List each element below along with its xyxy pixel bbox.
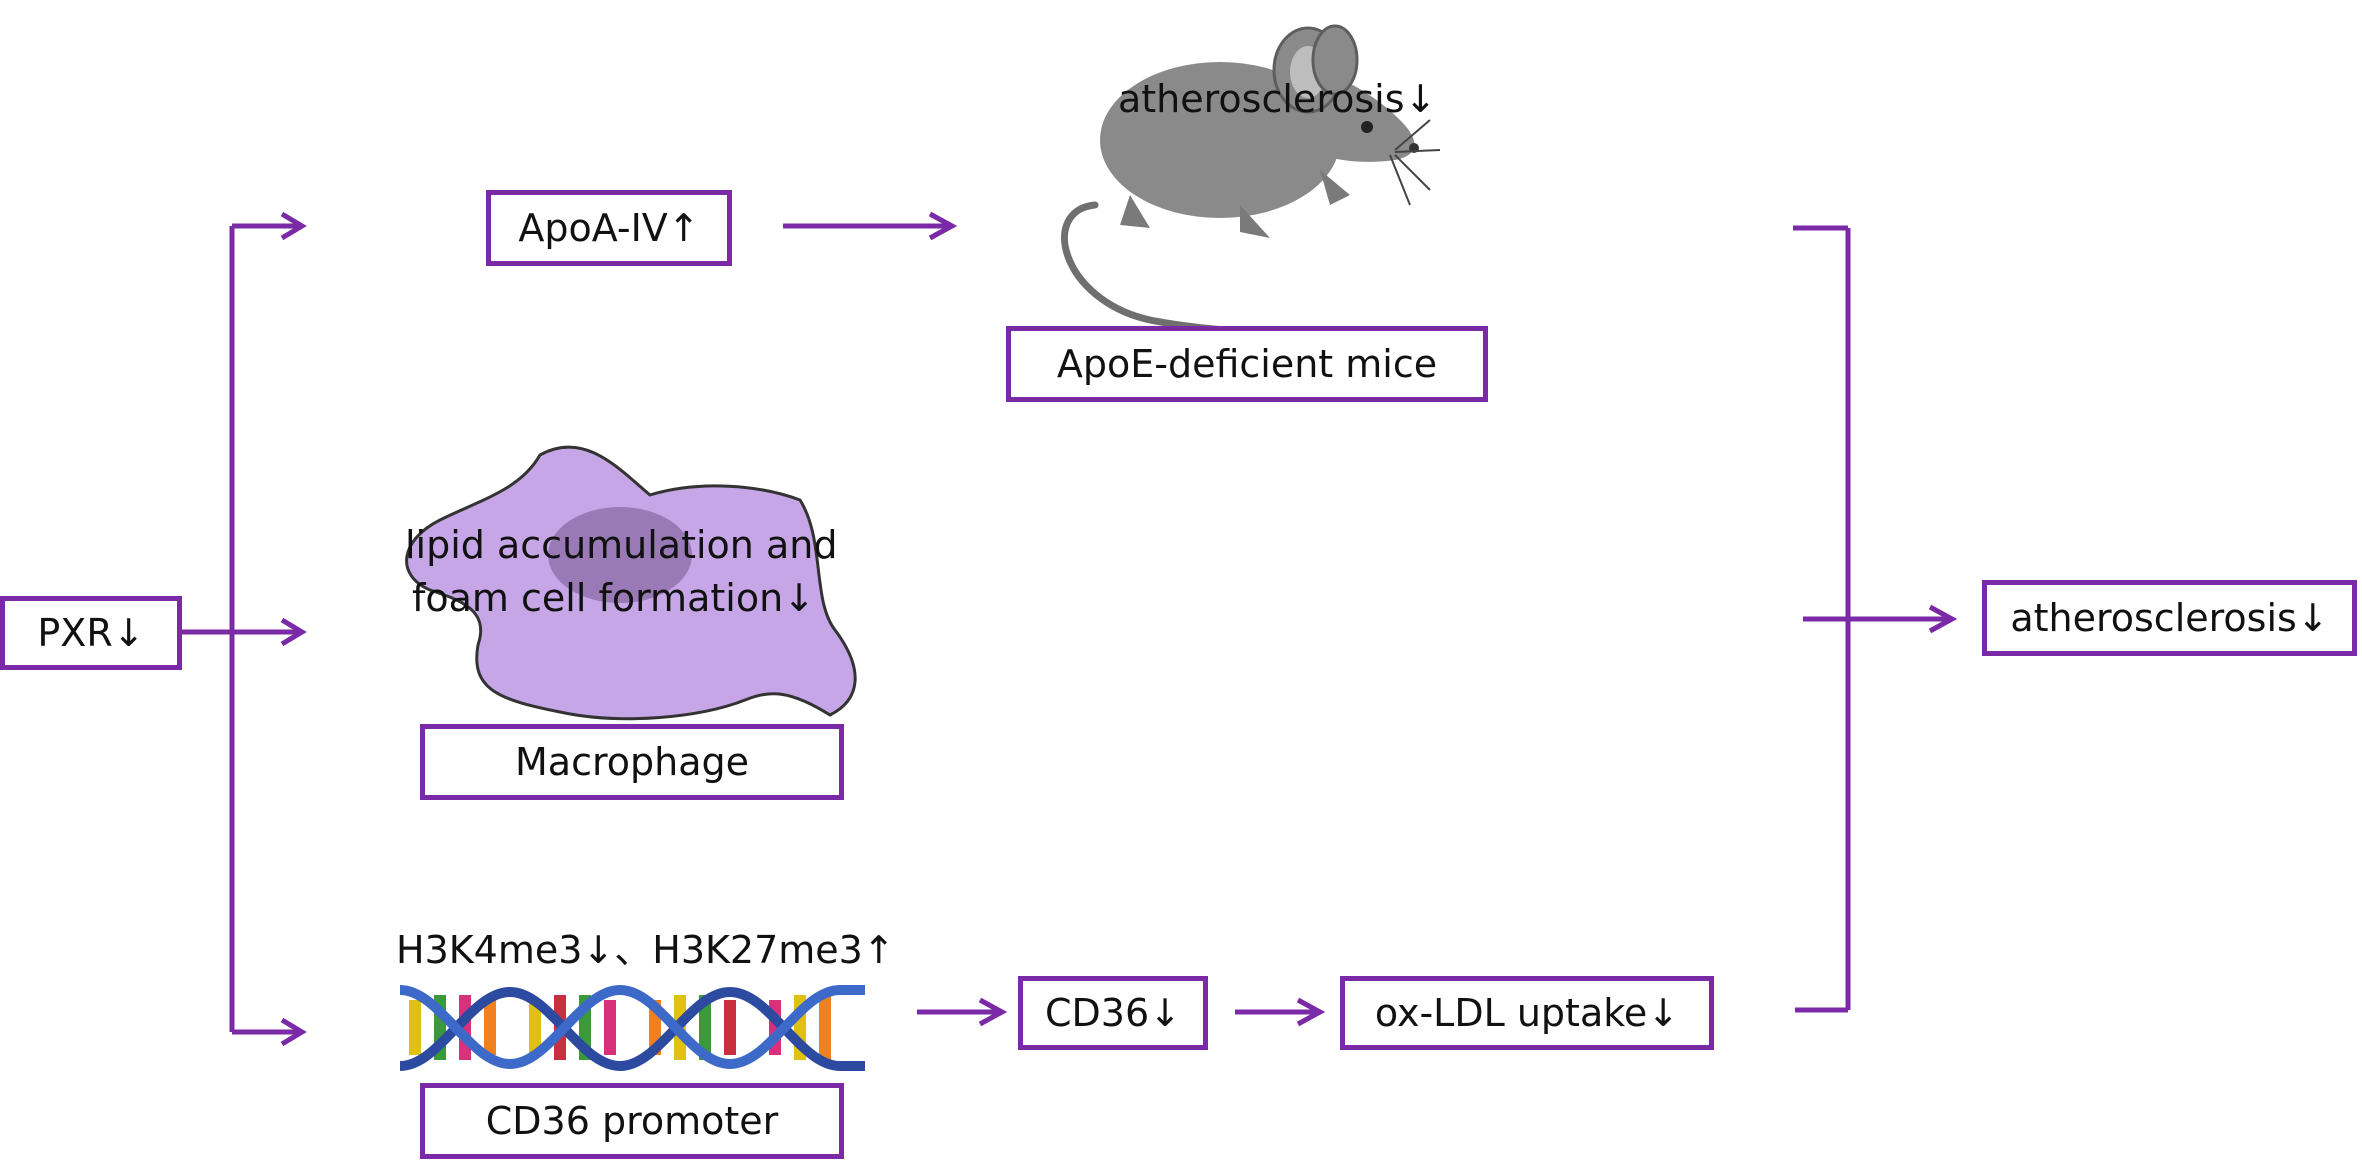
dna-double-helix-icon [399,984,865,1072]
apoe-mice-node: ApoE-deficient mice [1006,326,1488,402]
cd36-node: CD36↓ [1018,976,1208,1050]
atherosclerosis-outcome-node: atherosclerosis↓ [1982,580,2357,656]
branch-connector [180,211,307,1047]
arrow-apoa4-to-mice [783,211,958,241]
cd36-promoter-node: CD36 promoter [420,1083,844,1159]
macrophage-node: Macrophage [420,724,844,800]
macrophage-cell-illustration [405,445,857,721]
mouse-effect-label: atherosclerosis↓ [1118,77,1437,121]
pxr-node: PXR↓ [0,596,182,670]
apoa4-node: ApoA-IV↑ [486,190,732,266]
cell-effect-label-line2: foam cell formation↓ [412,576,815,620]
merge-connector [1793,225,1958,1013]
arrow-promoter-to-cd36 [917,997,1008,1027]
mouse-illustration [1061,24,1441,354]
arrow-cd36-to-oxldl [1235,997,1326,1027]
histone-marks-label: H3K4me3↓、H3K27me3↑ [396,928,895,972]
oxldl-uptake-node: ox-LDL uptake↓ [1340,976,1714,1050]
cell-effect-label-line1: lipid accumulation and [405,523,838,567]
